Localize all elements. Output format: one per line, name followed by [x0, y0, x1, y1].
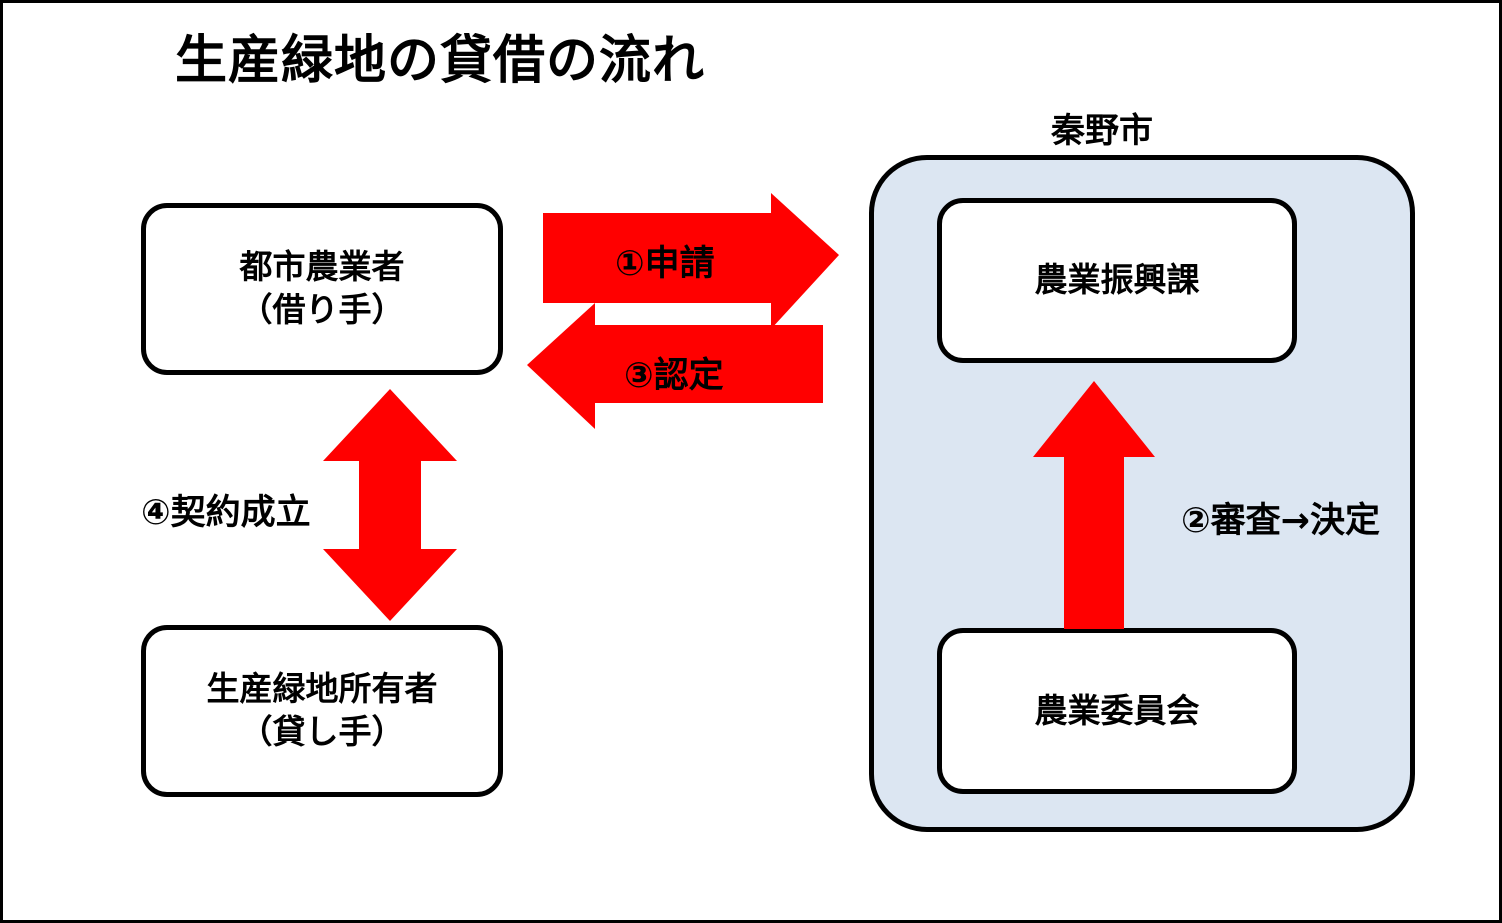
- node-agriculture-promotion-division: 農業振興課: [937, 198, 1297, 363]
- flow-label-contract-established: ④契約成立: [141, 493, 311, 533]
- node-agriculture-promotion-division-label: 農業振興課: [1034, 260, 1200, 300]
- city-group-label: 秦野市: [1051, 111, 1153, 151]
- node-green-space-owner-label: 生産緑地所有者 （貸し手）: [206, 669, 438, 751]
- page-title: 生産緑地の貸借の流れ: [175, 31, 706, 91]
- flow-label-apply: ①申請: [615, 244, 715, 284]
- flow-arrow-left-approve-icon: [527, 303, 823, 429]
- node-agricultural-committee: 農業委員会: [937, 628, 1297, 794]
- node-urban-farmer-label: 都市農業者 （借り手）: [239, 247, 405, 329]
- flow-arrow-up-review-icon: [1033, 381, 1155, 629]
- flow-label-review-decision: ②審査→決定: [1181, 501, 1380, 541]
- node-urban-farmer: 都市農業者 （借り手）: [141, 203, 503, 375]
- flow-arrow-right-apply-icon: [543, 193, 839, 329]
- node-green-space-owner: 生産緑地所有者 （貸し手）: [141, 625, 503, 797]
- flow-label-approve: ③認定: [624, 356, 724, 396]
- flow-arrow-double-vertical-contract-icon: [323, 389, 457, 621]
- node-agricultural-committee-label: 農業委員会: [1034, 690, 1200, 730]
